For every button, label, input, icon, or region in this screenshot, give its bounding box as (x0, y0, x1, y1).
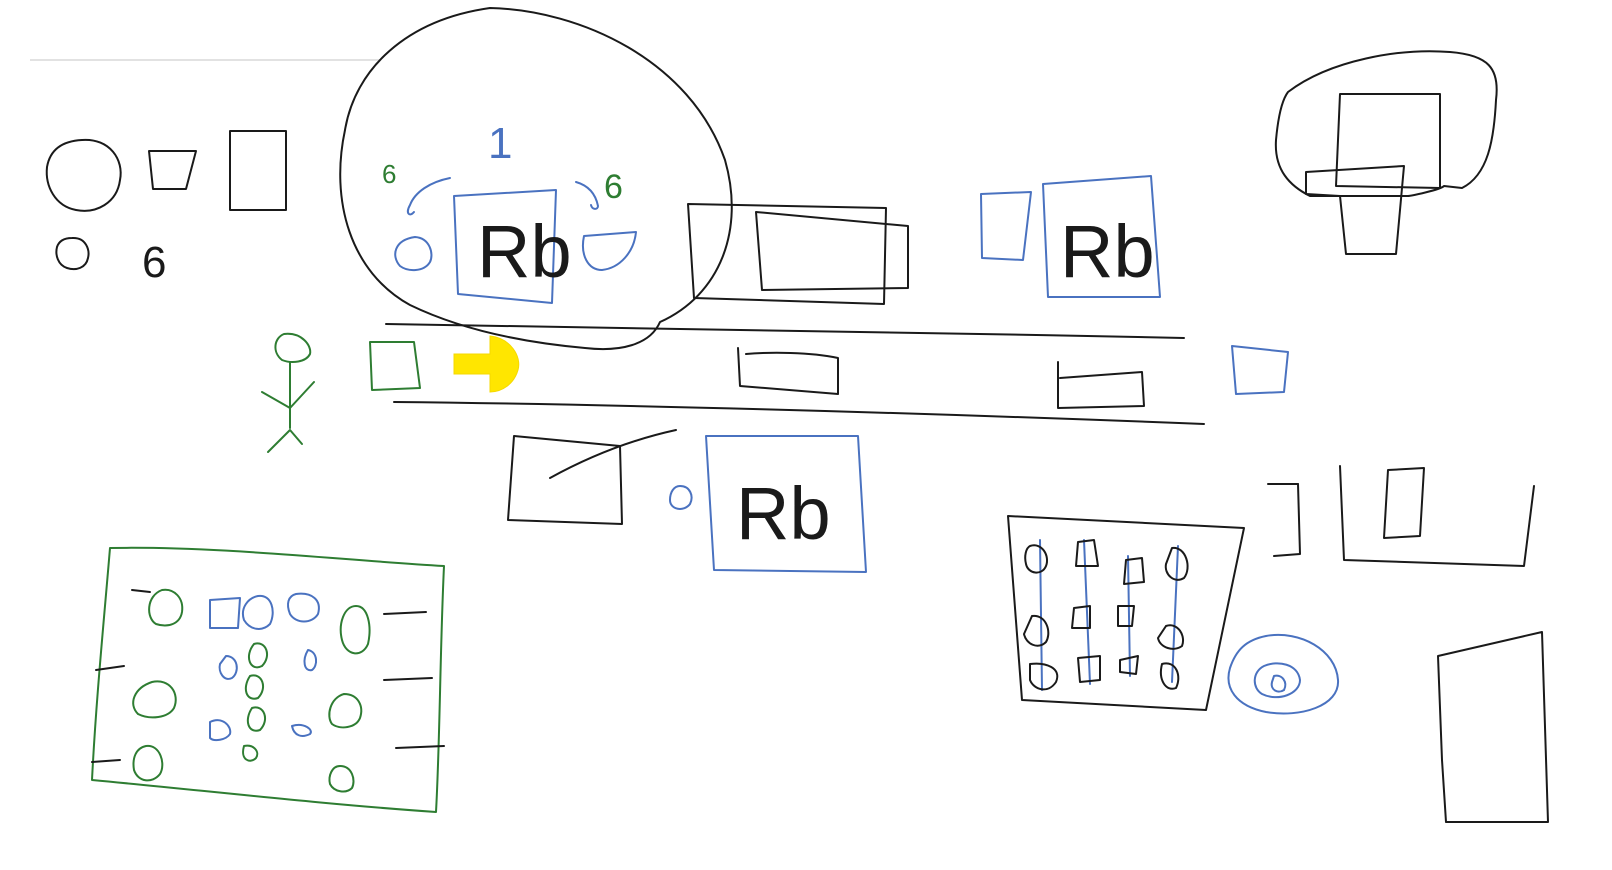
rb-group-top-left: Rb 1 6 6 (382, 119, 637, 304)
blue-target (1227, 633, 1340, 715)
green-box-left (369, 341, 421, 391)
garden-plant-4 (328, 693, 363, 729)
legend-rectangle (229, 130, 287, 211)
garden-plant-6 (328, 765, 355, 793)
garden-plant-5 (132, 744, 164, 782)
road-bottom-edge (393, 401, 1205, 425)
legend-cup (148, 150, 197, 190)
basket-inner-rectangle (1335, 93, 1441, 189)
grid-panel-border (1007, 515, 1245, 711)
large-rounded-outline (339, 7, 733, 351)
blue-box-right (1231, 345, 1289, 395)
garden-plant-1 (148, 588, 184, 627)
blue-curl-right (575, 181, 599, 210)
rb-box-top-left (453, 189, 557, 304)
blue-box-small-top-right (980, 191, 1032, 261)
rb-group-top-right: Rb (980, 175, 1161, 298)
garden-border (91, 546, 445, 813)
legend-number: 6 (142, 238, 166, 287)
rb-box-top-right (1042, 175, 1161, 298)
road-top-edge (385, 323, 1185, 339)
rb-box-bottom (705, 435, 867, 573)
basket-outer-outline (1274, 50, 1498, 197)
grid-panel (1007, 515, 1245, 711)
rectangle-back (687, 203, 887, 305)
blue-small-oval (669, 485, 693, 510)
green-garden (91, 546, 445, 813)
blue-curl-left (406, 177, 451, 216)
small-six-left: 6 (382, 159, 396, 189)
right-structure (1267, 465, 1535, 567)
number-one-label: 1 (488, 119, 512, 168)
blue-circle-left (394, 236, 433, 272)
stick-figure-icon (261, 332, 315, 453)
tall-rectangle (1437, 631, 1549, 823)
legend-circle (45, 138, 122, 212)
road-car-2 (1057, 361, 1145, 409)
rb-label-bottom: Rb (736, 472, 831, 555)
basket-drawing (1274, 50, 1498, 255)
crossed-rectangle (507, 435, 623, 525)
small-six-right: 6 (604, 168, 623, 206)
rectangle-front (755, 211, 909, 291)
garden-plant-3 (132, 680, 177, 719)
legend-group: 6 (45, 130, 287, 287)
rb-label-top-right: Rb (1060, 210, 1155, 293)
cross-line (549, 429, 677, 479)
rb-label-top-left: Rb (477, 210, 572, 293)
blue-cup-right (582, 231, 637, 271)
garden-plant-2 (339, 605, 371, 655)
legend-small-circle (55, 236, 90, 271)
road-car-1 (737, 347, 839, 395)
overlapping-rectangles (687, 203, 909, 305)
basket-cup (1305, 165, 1405, 255)
rb-group-bottom: Rb (705, 435, 867, 573)
yellow-turn-arrow-icon (453, 335, 520, 393)
road (385, 323, 1205, 425)
